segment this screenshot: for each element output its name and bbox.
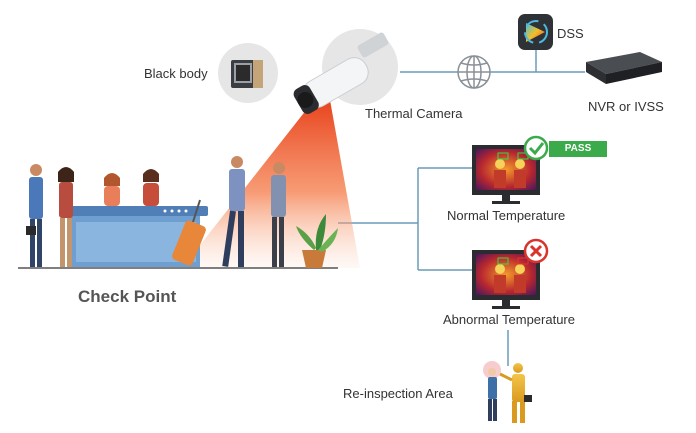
thermal-camera-label: Thermal Camera (365, 106, 463, 121)
abnormal-temperature-label: Abnormal Temperature (443, 312, 575, 327)
pass-check-icon (523, 135, 549, 161)
normal-temperature-label: Normal Temperature (447, 208, 566, 223)
network-globe-icon (457, 55, 491, 89)
normal-temperature-monitor (472, 145, 540, 204)
check-point-scene (18, 156, 338, 269)
re-inspection-area-label: Re-inspection Area (343, 386, 453, 401)
nvr-label: NVR or IVSS (588, 99, 664, 114)
check-point-label: Check Point (78, 287, 177, 306)
fail-cross-icon (523, 238, 549, 264)
thermal-camera (293, 29, 398, 114)
black-body-device (218, 43, 278, 103)
dss-logo-icon (518, 14, 553, 50)
dss-label: DSS (557, 26, 584, 41)
pass-badge: PASS (549, 141, 607, 157)
re-inspection-figures (483, 361, 532, 423)
nvr-device (586, 52, 662, 84)
black-body-label: Black body (144, 66, 208, 81)
